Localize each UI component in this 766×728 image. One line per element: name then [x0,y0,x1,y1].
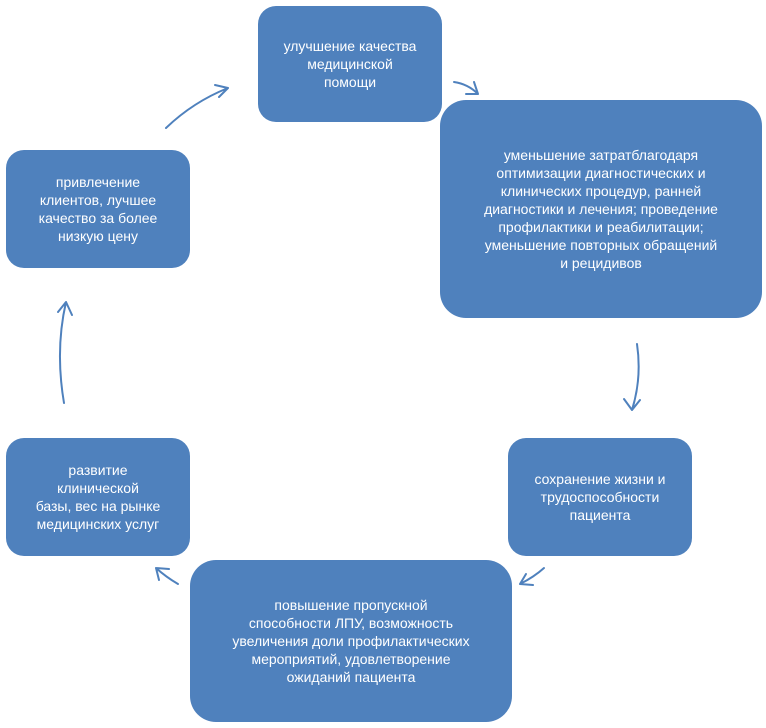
arrow-clients-to-quality [165,84,229,129]
arrow-costs-to-life [623,343,641,411]
arrow-life-to-throughput [519,567,545,586]
arrow-quality-to-costs [453,81,479,95]
node-life: сохранение жизни и трудоспособности паци… [508,438,692,556]
arrow-base-to-clients [57,301,73,404]
node-clients: привлечение клиентов, лучшее качество за… [6,150,190,268]
node-quality: улучшение качества медицинской помощи [258,6,442,122]
arrow-throughput-to-base [155,567,179,585]
node-costs: уменьшение затратблагодаря оптимизации д… [440,100,762,318]
node-base: развитие клинической базы, вес на рынке … [6,438,190,556]
node-throughput: повышение пропускной способности ЛПУ, во… [190,560,512,722]
